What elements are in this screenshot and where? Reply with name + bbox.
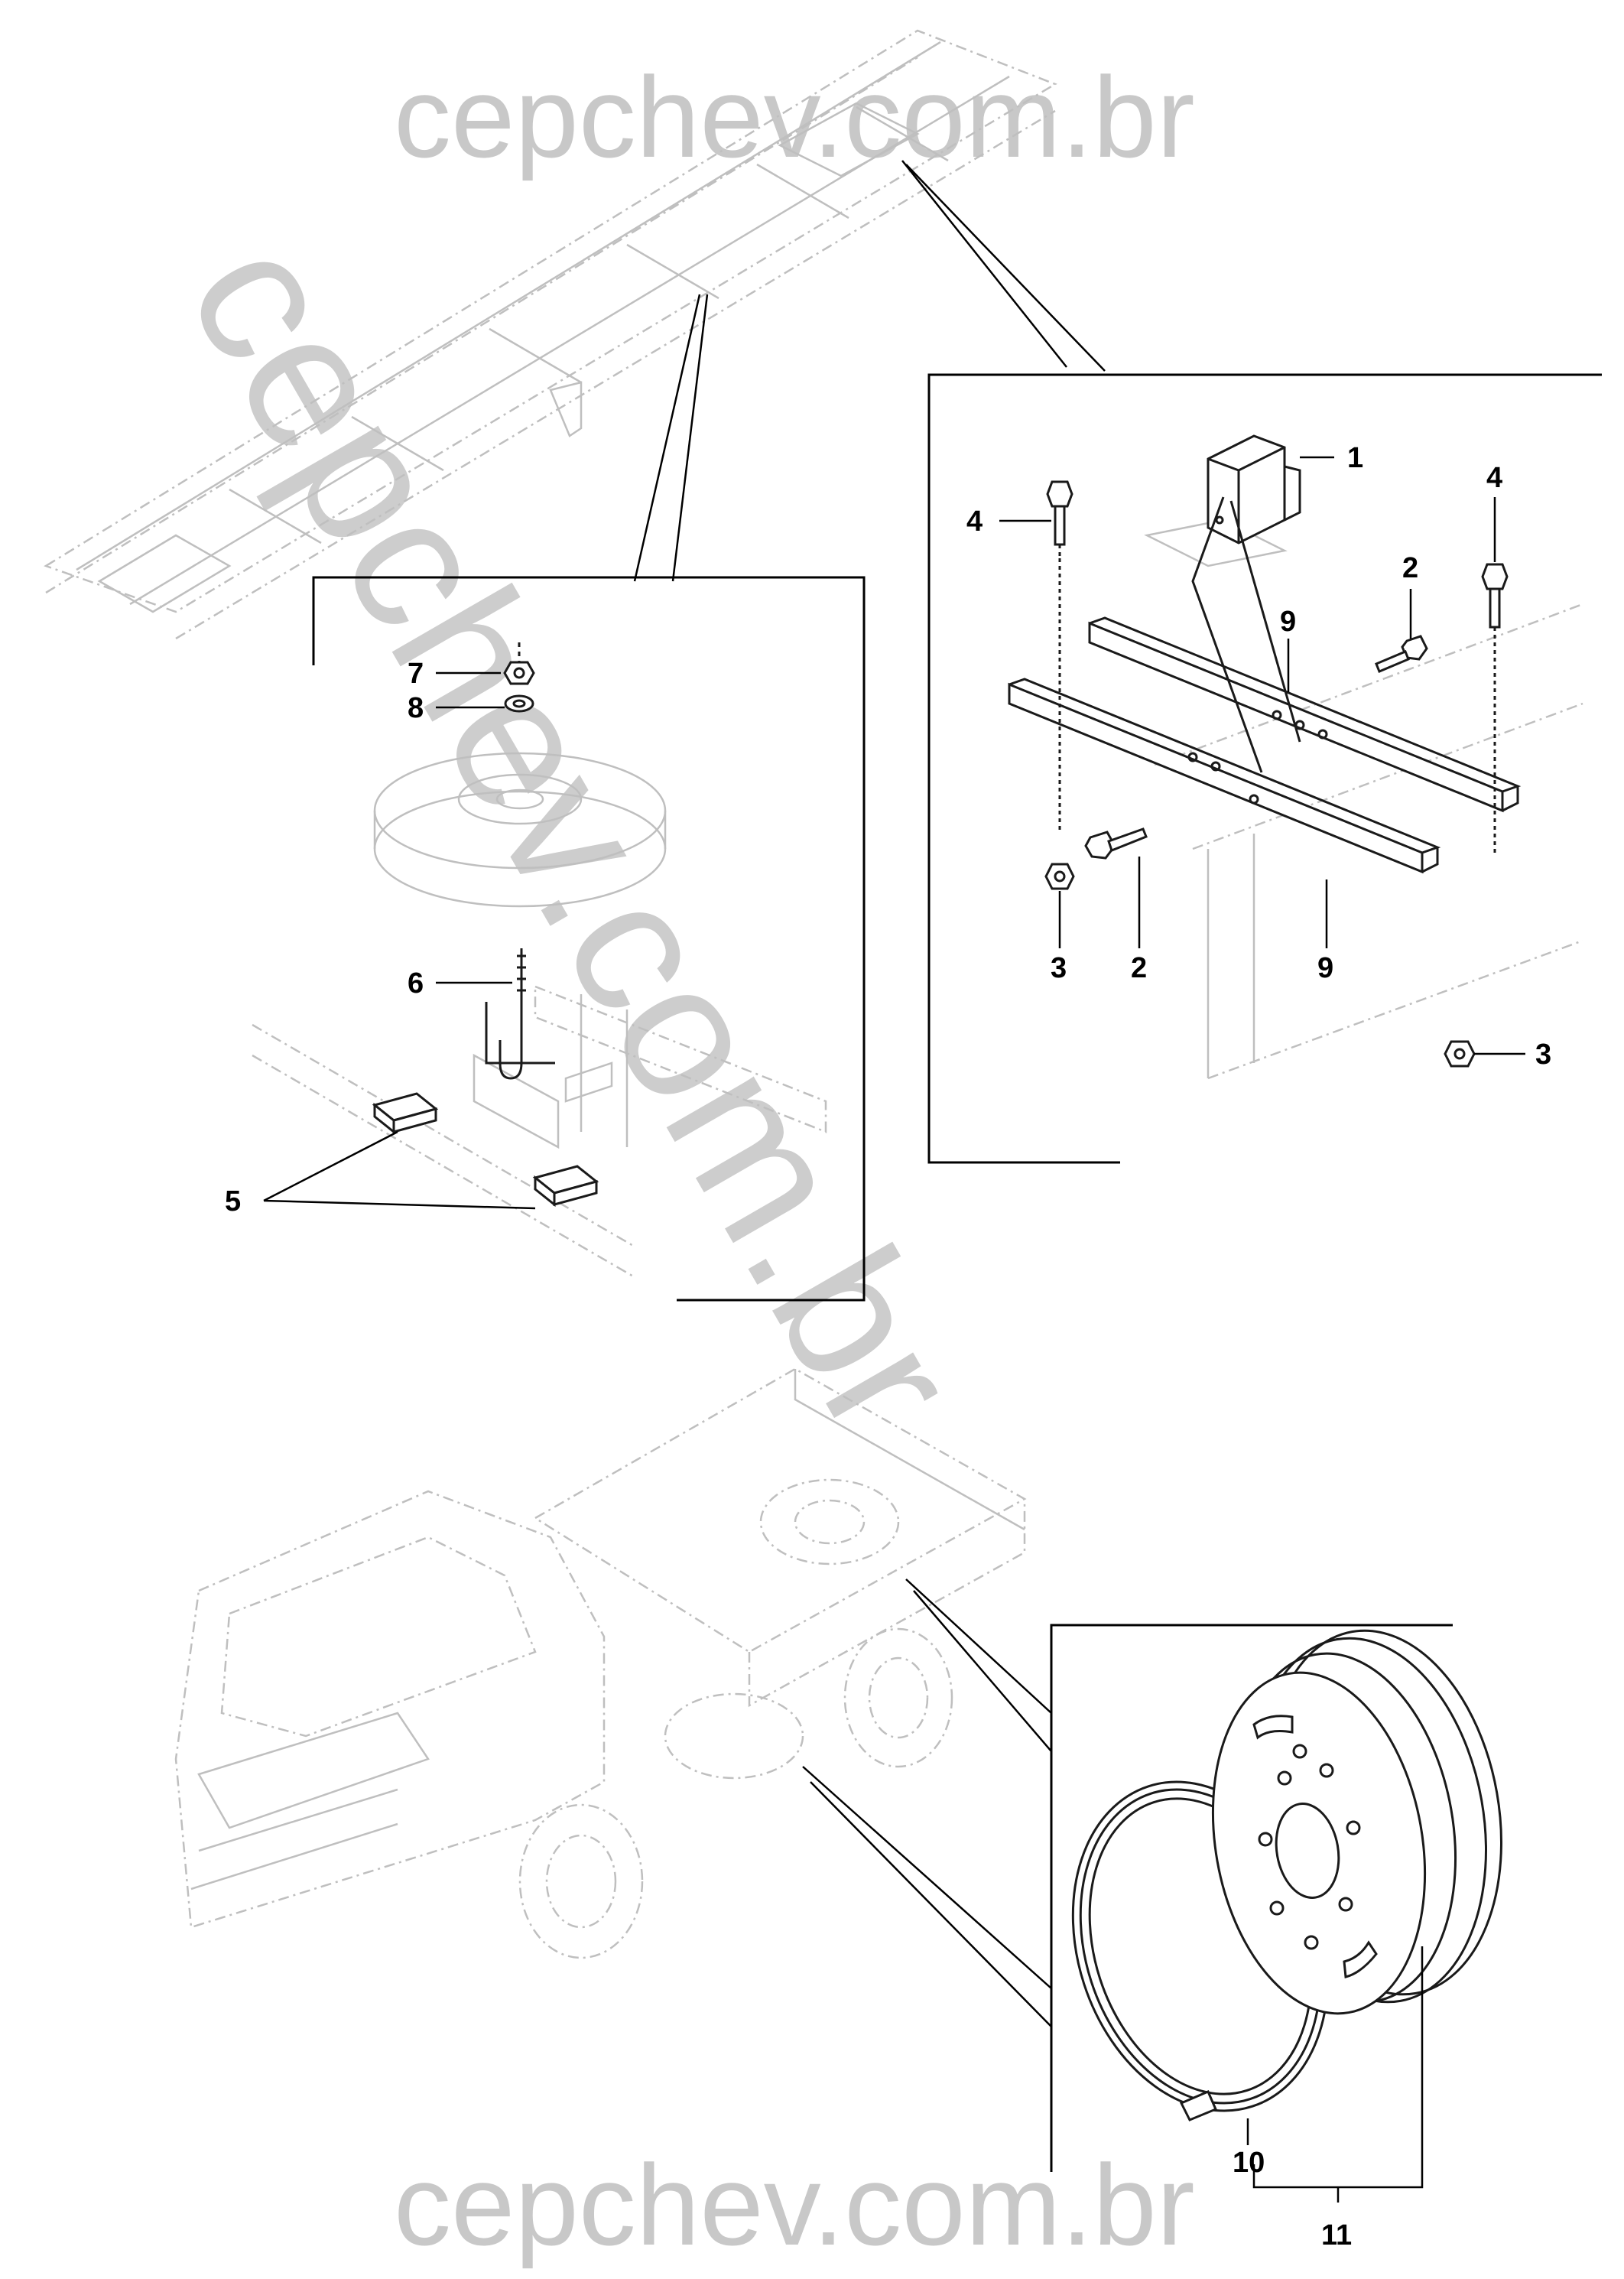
- chassis-rail-illustration: [1144, 519, 1583, 1080]
- spare-tire-detail-frame: [312, 294, 866, 1302]
- leader-frame-c: [901, 160, 1067, 368]
- nut-7: [503, 661, 535, 685]
- callout-10: 10: [1233, 2147, 1265, 2179]
- callout-11: 11: [1321, 2219, 1352, 2251]
- bolt-2-upper: [1375, 635, 1428, 673]
- callout-9-upper: 9: [1280, 606, 1296, 638]
- callout-5: 5: [225, 1185, 241, 1218]
- hook-bolt-6: [485, 948, 555, 1080]
- bolt-4-left: [1046, 480, 1073, 558]
- washer-8: [504, 694, 534, 713]
- support-rail-9-lower: [1008, 678, 1441, 874]
- leaders-right: [999, 456, 1525, 1055]
- rear-rail-illustration: [252, 985, 827, 1279]
- wheel-detail-frame: [1050, 1624, 1453, 2172]
- disc-wheel-11: [1211, 1629, 1502, 2015]
- callout-7: 7: [408, 658, 424, 690]
- callout-6: 6: [408, 967, 424, 1000]
- truck-illustration: [174, 1367, 1027, 1959]
- watermark-layer: cepchev.com.br cepchev.com.br cepchev.co…: [148, 53, 1195, 2269]
- nut-3-right: [1444, 1040, 1476, 1068]
- leaders-truck: [802, 1578, 1052, 2027]
- callout-4-right: 4: [1486, 462, 1502, 494]
- callout-3-right: 3: [1535, 1039, 1551, 1071]
- callout-3-left: 3: [1051, 952, 1067, 984]
- bolt-4-right: [1481, 563, 1509, 857]
- block-5-b: [532, 1165, 599, 1208]
- rail-mount-holes: [1187, 710, 1328, 805]
- callout-2-upper: 2: [1402, 552, 1418, 584]
- chassis-frame-illustration: [44, 29, 1057, 640]
- bracket-1: [1191, 434, 1301, 773]
- spare-tire: [373, 752, 667, 908]
- callout-1: 1: [1347, 442, 1363, 474]
- leaders-wheel: [1246, 1946, 1424, 2203]
- leader-frame-b: [671, 294, 709, 582]
- callout-9-lower: 9: [1317, 952, 1333, 984]
- watermark-diagonal: cepchev.com.br: [148, 204, 1001, 1468]
- leader-frame-a: [633, 294, 701, 582]
- leader-frame-d: [905, 164, 1106, 372]
- leaders-left: [263, 671, 536, 1210]
- callout-4-left: 4: [966, 506, 983, 538]
- watermark-bottom: cepchev.com.br: [394, 2141, 1195, 2269]
- callout-8: 8: [408, 692, 424, 724]
- nut-3-left: [1044, 863, 1075, 890]
- watermark-top: cepchev.com.br: [394, 53, 1195, 181]
- bolt-2-lower: [1084, 827, 1148, 860]
- block-5-a: [372, 1092, 439, 1135]
- carrier-detail-frame: [901, 160, 1602, 1164]
- support-rail-9-upper: [1088, 616, 1522, 813]
- callout-2-lower: 2: [1131, 952, 1147, 984]
